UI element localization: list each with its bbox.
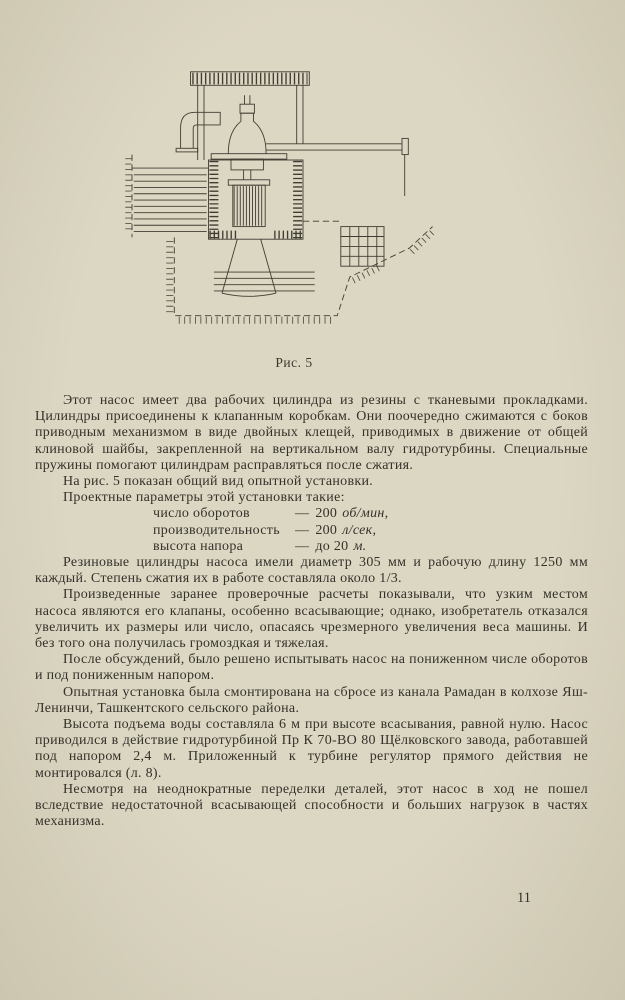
page-content: Рис. 5 Этот насос имеет два рабочих цили…	[35, 58, 588, 830]
rubber-cylinder	[227, 179, 271, 228]
paragraph: Резиновые цилиндры насоса имели диаметр …	[35, 555, 588, 587]
paragraph: Высота подъема воды составляла 6 м при в…	[35, 717, 588, 781]
parameter-value: до 20	[315, 538, 349, 554]
upper-water	[132, 167, 209, 236]
parameter-unit: м.	[353, 538, 367, 554]
parameter-dash: —	[295, 538, 310, 554]
parameter-value: 200	[315, 522, 338, 538]
ground-hatching	[125, 158, 437, 324]
parameter-unit: об/мин,	[342, 506, 389, 522]
trash-rack	[340, 226, 385, 267]
pump-casing	[208, 159, 304, 240]
drive-shaft	[266, 137, 409, 196]
parameter-label: число оборотов	[153, 506, 250, 522]
paragraph: Произведенные заранее проверочные расчет…	[35, 587, 588, 652]
parameter-dash: —	[295, 506, 310, 522]
parameter-dash: —	[295, 522, 310, 538]
support-frame	[190, 71, 310, 160]
figure-5: Рис. 5	[105, 58, 483, 371]
paragraph: Несмотря на неоднократные переделки дета…	[35, 781, 588, 830]
paragraph: Опытная установка была смонтирована на с…	[35, 684, 588, 716]
page-number: 11	[517, 890, 531, 906]
paragraph: Этот насос имеет два рабочих цилиндра из…	[35, 393, 588, 473]
figure-caption: Рис. 5	[275, 355, 313, 370]
draft-tube	[221, 239, 277, 297]
suction-pipe-elbow-icon	[175, 111, 221, 153]
parameter-label: высота напора	[153, 538, 244, 554]
paragraph: После обсуждений, было решено испытывать…	[35, 652, 588, 684]
parameter-value: 200	[315, 506, 338, 522]
paragraph: На рис. 5 показан общий вид опытной уста…	[63, 474, 374, 490]
turbine-bell	[210, 95, 288, 180]
body-text: Этот насос имеет два рабочих цилиндра из…	[35, 393, 588, 830]
parameter-label: производительность	[153, 522, 280, 538]
paragraph: Проектные параметры этой установки такие…	[63, 490, 345, 506]
ground-outline	[131, 154, 433, 317]
pump-installation-drawing	[125, 71, 437, 324]
parameter-unit: л/сек,	[342, 522, 377, 538]
